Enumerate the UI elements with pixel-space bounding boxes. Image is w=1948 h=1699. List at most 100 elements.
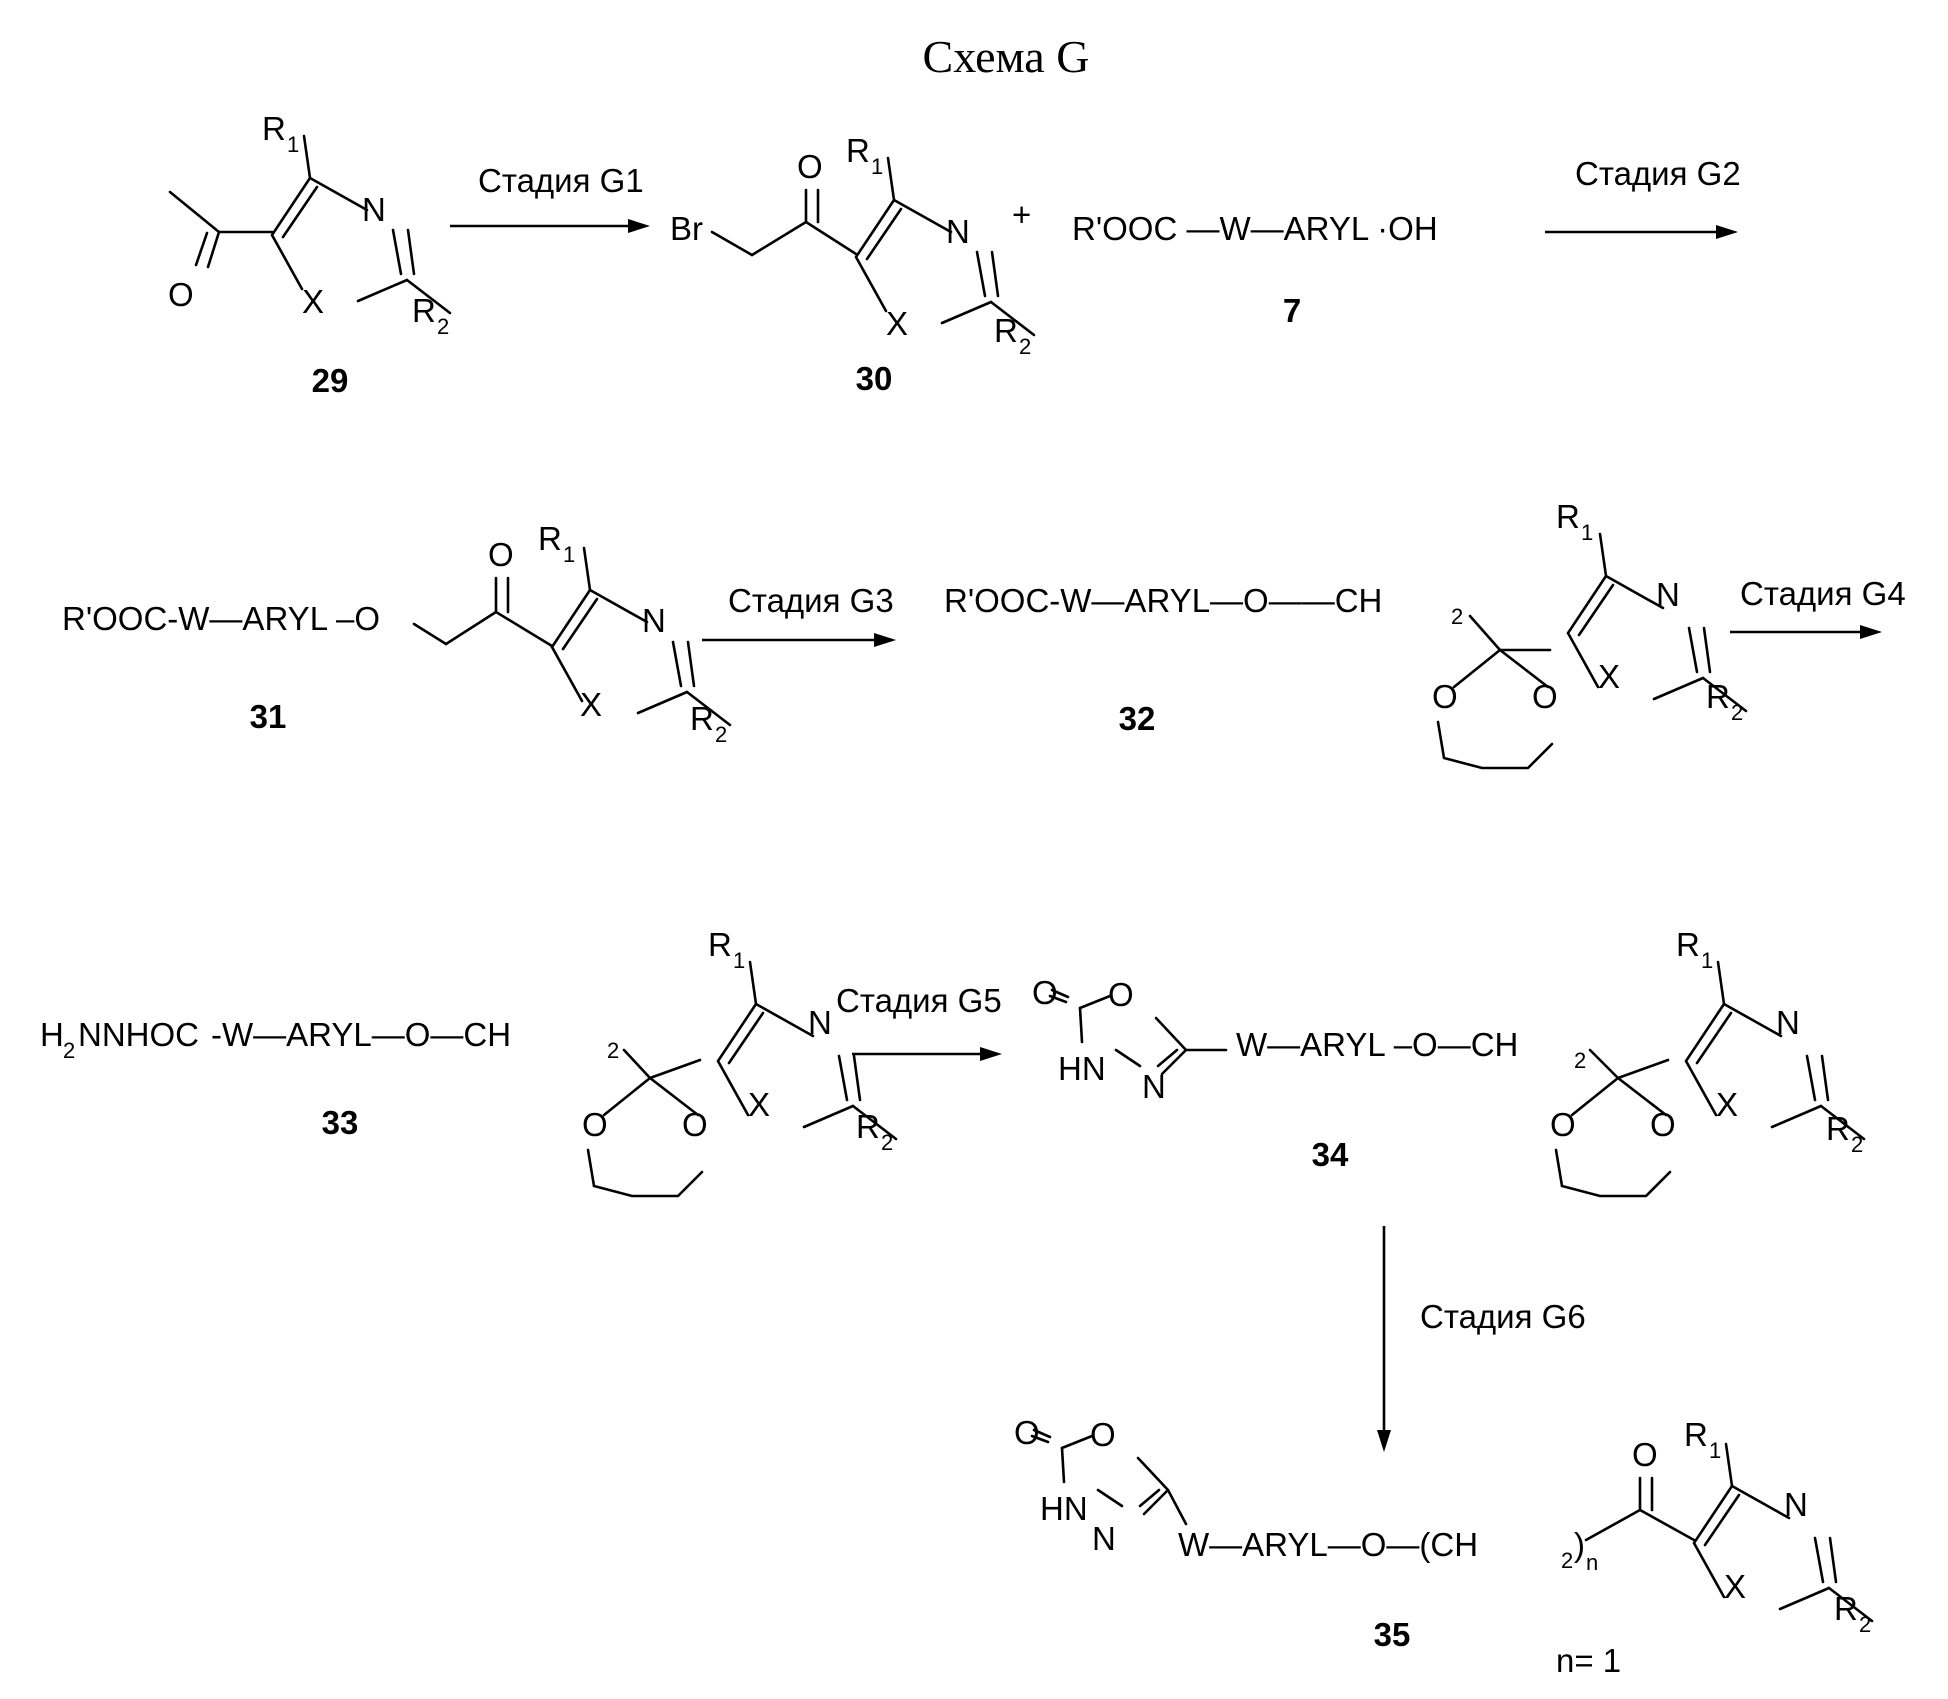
chain-35-formula: W—ARYL—O—(CH — [1178, 1526, 1478, 1563]
atom-label: X — [1716, 1086, 1738, 1123]
compound-number-29: 29 — [312, 362, 349, 399]
atom-label: X — [1724, 1568, 1746, 1605]
arrowhead — [1377, 1430, 1391, 1452]
arrowhead — [628, 219, 650, 233]
atom-label: 2 — [715, 722, 727, 747]
atom-label: N — [1776, 1004, 1800, 1041]
atom-label: HN — [1040, 1490, 1088, 1527]
atom-label: R — [1556, 498, 1580, 535]
step-g2-label: Стадия G2 — [1575, 155, 1741, 192]
atom-label: N — [642, 602, 666, 639]
chain-32-formula: R'OOC-W—ARYL—O——CH — [944, 582, 1382, 619]
compound-number-33: 33 — [322, 1104, 359, 1141]
atom-label: 2 — [1561, 1548, 1573, 1573]
atom-label: 2 — [881, 1130, 893, 1155]
atom-label: R — [538, 520, 562, 557]
atom-label: N — [1092, 1520, 1116, 1557]
atom-label: 1 — [563, 542, 575, 567]
arrowhead — [874, 633, 896, 647]
n-value-note: n= 1 — [1556, 1642, 1621, 1679]
compound-number-7: 7 — [1283, 292, 1301, 329]
atom-label: 1 — [287, 132, 299, 157]
atom-label: R — [1826, 1110, 1850, 1147]
atom-label: HN — [1058, 1050, 1106, 1087]
atom-label: O — [1432, 678, 1458, 715]
atom-label: 1 — [733, 948, 745, 973]
reagent-7-formula: R'OOC —W—ARYL ·OH — [1072, 210, 1438, 247]
scheme-title: Схема G — [923, 31, 1090, 82]
chain-34-formula: W—ARYL –O—CH — [1236, 1026, 1518, 1063]
atom-label: 2 — [1731, 700, 1743, 725]
atom-label: 2 — [1851, 1132, 1863, 1157]
atom-label: 2 — [1859, 1612, 1871, 1637]
atom-label: 2 — [1451, 604, 1463, 629]
atom-label: X — [748, 1086, 770, 1123]
atom-label: O — [797, 148, 823, 185]
compound-number-34: 34 — [1312, 1136, 1349, 1173]
atom-label: R — [994, 312, 1018, 349]
atom-label: N — [1142, 1068, 1166, 1105]
step-g5-label: Стадия G5 — [836, 982, 1002, 1019]
atom-label: 2 — [607, 1038, 619, 1063]
atom-label: N — [1784, 1486, 1808, 1523]
atom-label: R — [856, 1108, 880, 1145]
atom-label: X — [580, 686, 602, 723]
arrowhead — [980, 1047, 1002, 1061]
compound-30-structure — [712, 158, 1034, 335]
atom-label: X — [1598, 658, 1620, 695]
atom-label: R — [1676, 926, 1700, 963]
compound-number-35: 35 — [1374, 1616, 1411, 1653]
compound-number-32: 32 — [1119, 700, 1156, 737]
atom-label: n — [1586, 1550, 1598, 1575]
atom-label: Br — [670, 210, 703, 247]
atom-label: R — [262, 110, 286, 147]
atom-label: O — [1014, 1414, 1040, 1451]
compound-number-31: 31 — [250, 698, 287, 735]
plus-sign: + — [1012, 196, 1031, 233]
atom-label: R — [708, 926, 732, 963]
atom-label: N — [808, 1004, 832, 1041]
atom-label: R — [690, 700, 714, 737]
atom-label: R — [1706, 678, 1730, 715]
atom-label: H — [40, 1016, 64, 1053]
atom-label: O — [1532, 678, 1558, 715]
atom-label: O — [488, 536, 514, 573]
atom-label: O — [1032, 974, 1058, 1011]
chain-33-formula: -W—ARYL—O—CH — [211, 1016, 511, 1053]
atom-label: 1 — [1581, 520, 1593, 545]
atom-label: O — [1632, 1436, 1658, 1473]
atom-label: 1 — [871, 154, 883, 179]
compound-31-structure — [414, 548, 730, 725]
atom-label: R — [1684, 1416, 1708, 1453]
atom-label: O — [1108, 976, 1134, 1013]
compound-number-30: 30 — [856, 360, 893, 397]
atom-label: N — [946, 213, 970, 250]
atom-label: 2 — [1019, 334, 1031, 359]
atom-label: 2 — [437, 314, 449, 339]
compound-32-structure — [1438, 534, 1746, 768]
atom-label: O — [168, 276, 194, 313]
atom-label: 1 — [1709, 1438, 1721, 1463]
atom-label: O — [682, 1106, 708, 1143]
atom-label: X — [302, 283, 324, 320]
arrowhead — [1716, 225, 1738, 239]
step-g1-label: Стадия G1 — [478, 162, 644, 199]
atom-label: X — [886, 305, 908, 342]
atom-label: 2 — [63, 1038, 75, 1063]
atom-label: O — [1090, 1416, 1116, 1453]
atom-label: R — [846, 132, 870, 169]
atom-label: O — [1650, 1106, 1676, 1143]
atom-label: R — [412, 292, 436, 329]
atom-label: 2 — [1574, 1048, 1586, 1073]
atom-label: O — [582, 1106, 608, 1143]
chain-35-formula: ) — [1574, 1526, 1585, 1563]
compound-34-structure — [1050, 962, 1864, 1196]
arrowhead — [1860, 625, 1882, 639]
atom-label: O — [1550, 1106, 1576, 1143]
atom-label: R — [1834, 1590, 1858, 1627]
atom-label: N — [362, 191, 386, 228]
chain-31-formula: R'OOC-W—ARYL –O — [62, 600, 380, 637]
step-g4-label: Стадия G4 — [1740, 575, 1906, 612]
step-g6-label: Стадия G6 — [1420, 1298, 1586, 1335]
